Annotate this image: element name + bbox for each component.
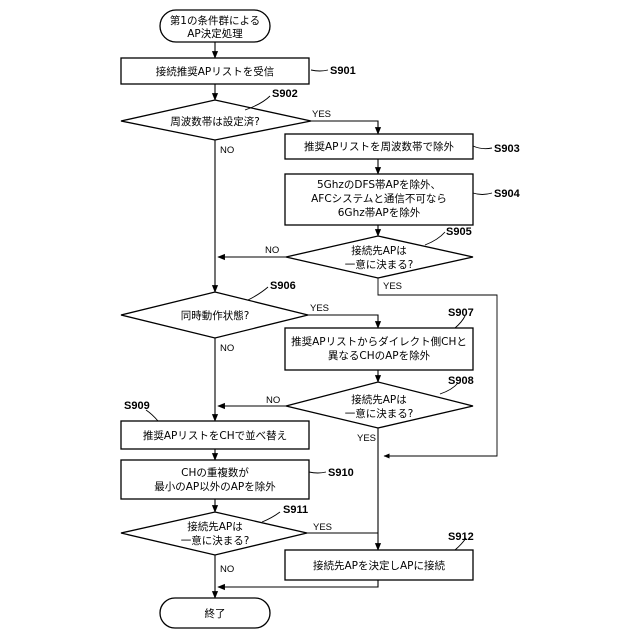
s907-text-1: 推奨APリストからダイレクト側CHと	[291, 335, 467, 348]
s911-diamond	[121, 512, 307, 555]
shapes	[121, 10, 473, 628]
step-label-s906: S906	[270, 280, 296, 292]
s911-text-1: 接続先APは	[187, 520, 243, 533]
s905-text-2: 一意に決まる?	[345, 258, 414, 271]
s908-text-1: 接続先APは	[351, 393, 407, 406]
s906-text: 同時動作状態?	[181, 309, 250, 322]
s901-text: 接続推奨APリストを受信	[156, 65, 275, 78]
leader-s905	[425, 232, 445, 245]
leader-s911	[262, 512, 280, 522]
s910-box	[121, 460, 309, 499]
step-label-s910: S910	[328, 467, 354, 479]
s909-text: 推奨APリストをCHで並べ替え	[143, 429, 287, 442]
s908-text-2: 一意に決まる?	[345, 407, 414, 420]
s904-text-1: 5GhzのDFS帯APを除外、	[317, 178, 441, 191]
s905-diamond	[286, 236, 473, 278]
branch-s911-yes: YES	[313, 522, 332, 533]
step-label-s902: S902	[272, 88, 298, 100]
branch-s902-no: NO	[220, 145, 234, 156]
branch-s911-no: NO	[220, 564, 234, 575]
s911-text-2: 一意に決まる?	[181, 534, 250, 547]
s904-text-3: 6Ghz帯APを除外	[338, 206, 421, 219]
step-label-s903: S903	[494, 143, 520, 155]
s902-text: 周波数帯は設定済?	[170, 115, 260, 128]
s907-box	[285, 328, 473, 370]
branch-s902-yes: YES	[312, 109, 331, 120]
end-text: 終了	[205, 607, 226, 620]
start-text-2: AP決定処理	[187, 27, 243, 40]
leader-s906	[248, 287, 268, 300]
step-label-s909: S909	[124, 400, 150, 412]
edge-s912-end	[218, 580, 378, 587]
branch-s905-yes: YES	[383, 281, 402, 292]
branch-s908-yes: YES	[357, 433, 376, 444]
branch-s905-no: NO	[265, 245, 279, 256]
s907-text-2: 異なるCHのAPを除外	[328, 349, 431, 362]
edge-s902-yes	[311, 121, 378, 134]
edge-s906-yes	[308, 315, 378, 328]
s910-text-1: CHの重複数が	[181, 466, 249, 479]
leader-s904	[473, 193, 492, 195]
leader-s903	[473, 146, 492, 149]
step-label-s908: S908	[448, 375, 474, 387]
step-label-s911: S911	[283, 504, 308, 516]
branch-s908-no: NO	[266, 395, 280, 406]
s910-text-2: 最小のAP以外のAPを除外	[154, 480, 276, 493]
branch-s906-yes: YES	[310, 303, 329, 314]
branch-s906-no: NO	[220, 343, 234, 354]
leader-s910	[309, 472, 326, 473]
step-label-s907: S907	[448, 307, 474, 319]
step-label-s912: S912	[448, 531, 474, 543]
step-label-s901: S901	[330, 65, 356, 77]
s905-text-1: 接続先APは	[351, 244, 407, 257]
step-label-s904: S904	[494, 188, 521, 200]
leader-s901	[311, 70, 328, 71]
step-label-s905: S905	[446, 226, 472, 238]
s912-text: 接続先APを決定しAPに接続	[313, 559, 446, 572]
s903-text: 推奨APリストを周波数帯で除外	[304, 140, 455, 153]
s904-text-2: AFCシステムと通信不可なら	[311, 193, 447, 205]
start-text-1: 第1の条件群による	[170, 14, 260, 27]
